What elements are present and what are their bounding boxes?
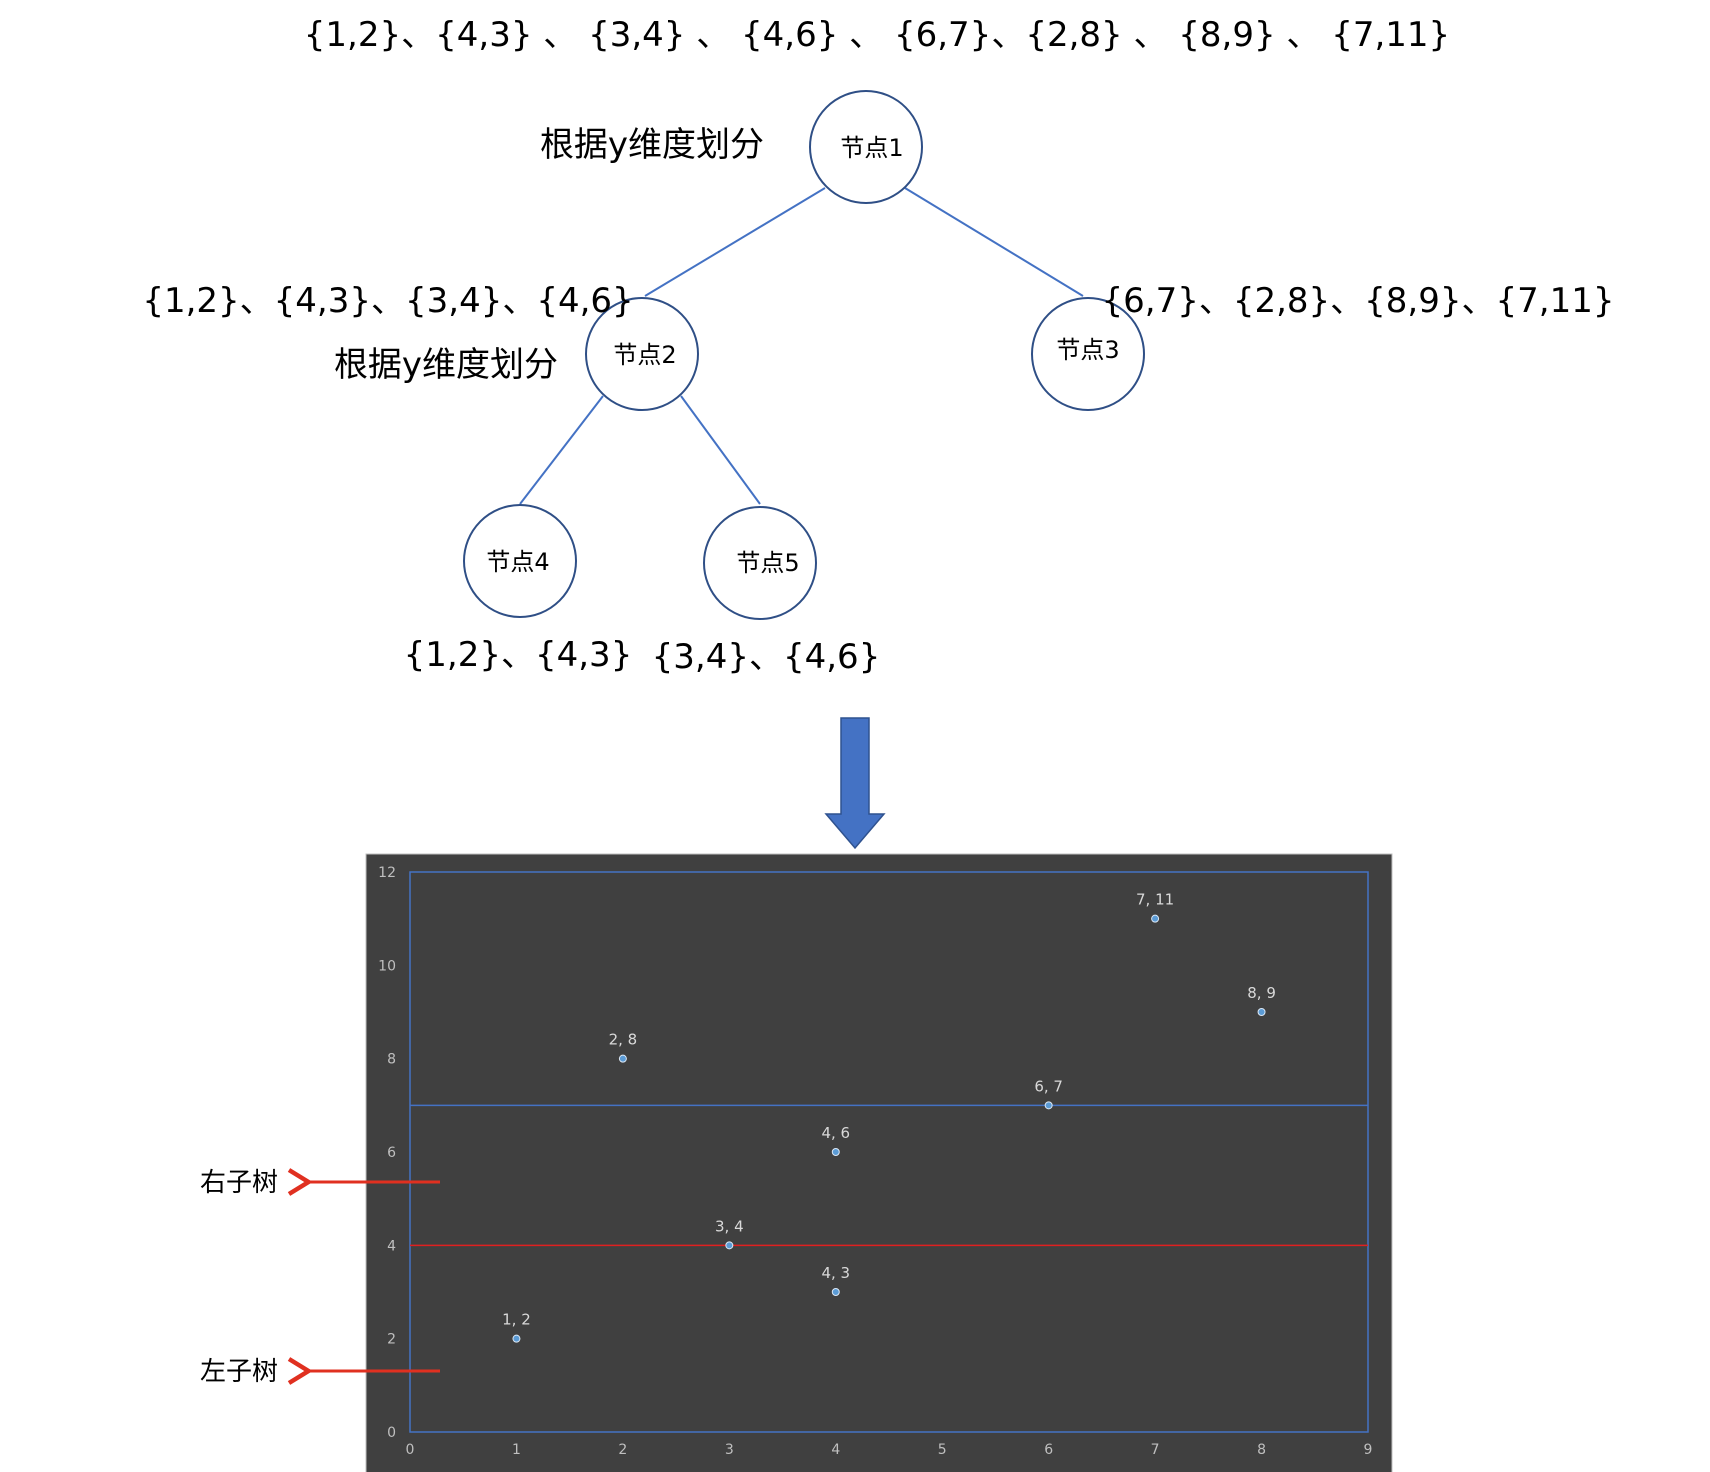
data-point	[1257, 1008, 1266, 1016]
node-4-label: 节点4	[486, 548, 549, 576]
data-point	[1044, 1101, 1053, 1110]
data-point-label: 1, 2	[502, 1311, 531, 1329]
down-arrow-icon	[824, 717, 886, 850]
y-tick-label: 10	[378, 958, 396, 974]
data-point-label: 4, 6	[821, 1124, 850, 1142]
chart-background	[365, 853, 1393, 1472]
y-tick-label: 12	[378, 865, 396, 881]
data-point-label: 3, 4	[715, 1217, 744, 1235]
data-point	[831, 1288, 840, 1296]
split-lines	[410, 1104, 1368, 1247]
data-point	[831, 1148, 840, 1156]
x-tick-label: 9	[1364, 1442, 1373, 1458]
data-point-label: 6, 7	[1034, 1077, 1063, 1095]
root-set-text: {1,2}、{4,3} 、 {3,4} 、 {4,6} 、 {6,7}、{2,8…	[304, 15, 1450, 55]
right-subtree-label: 右子树	[200, 1168, 278, 1198]
node-5: 节点5	[703, 506, 817, 620]
edge-n1-n3	[904, 187, 1084, 297]
node-3-label: 节点3	[1056, 336, 1119, 364]
edge-n2-n5	[680, 395, 761, 505]
x-axis-ticks: 0 1 2 3 4 5 6 7 8 9	[406, 1442, 1373, 1458]
y-axis-ticks: 0 2 4 6 8 10 12	[378, 865, 396, 1441]
x-tick-label: 8	[1257, 1442, 1266, 1458]
node-2-label: 节点2	[613, 341, 676, 369]
y-tick-label: 8	[387, 1052, 396, 1068]
y-tick-label: 0	[387, 1425, 396, 1441]
node-1: 节点1	[809, 90, 923, 204]
node-3: 节点3	[1031, 297, 1145, 411]
data-point-label: 4, 3	[821, 1264, 850, 1282]
root-split-text: 根据y维度划分	[540, 125, 764, 165]
edge-n1-n2	[644, 187, 826, 297]
data-point-label: 7, 11	[1136, 891, 1174, 909]
left-subtree-label: 左子树	[200, 1357, 278, 1387]
data-point	[725, 1241, 734, 1250]
node-1-label: 节点1	[840, 134, 903, 162]
x-tick-label: 3	[725, 1442, 734, 1458]
node-2: 节点2	[585, 297, 699, 411]
edge-n2-n4	[519, 395, 604, 505]
plot-area	[409, 871, 1369, 1433]
x-tick-label: 6	[1044, 1442, 1053, 1458]
node2-split-text: 根据y维度划分	[334, 345, 558, 385]
node2-set-text: {1,2}、{4,3}、{3,4}、{4,6}	[142, 281, 633, 321]
node4-set-text: {1,2}、{4,3}	[404, 635, 633, 675]
data-point-label: 2, 8	[609, 1031, 638, 1049]
x-tick-label: 0	[406, 1442, 415, 1458]
data-point-label: 8, 9	[1247, 984, 1276, 1002]
x-tick-label: 1	[512, 1442, 521, 1458]
y-tick-label: 6	[387, 1145, 396, 1161]
x-tick-label: 7	[1151, 1442, 1160, 1458]
node5-set-text: {3,4}、{4,6}	[652, 637, 881, 677]
x-tick-label: 2	[618, 1442, 627, 1458]
y-tick-label: 2	[387, 1332, 396, 1348]
x-tick-label: 4	[831, 1442, 840, 1458]
y-tick-label: 4	[387, 1238, 396, 1254]
node-5-label: 节点5	[736, 549, 799, 577]
data-points: 1, 2 4, 3 3, 4 4, 6 6, 7 2, 8 8, 9 7, 11	[502, 891, 1276, 1343]
x-tick-label: 5	[938, 1442, 947, 1458]
node3-set-text: {6,7}、{2,8}、{8,9}、{7,11}	[1102, 281, 1615, 321]
node-4: 节点4	[463, 504, 577, 618]
data-point	[1151, 914, 1160, 923]
data-point	[618, 1054, 627, 1063]
data-point	[512, 1334, 521, 1343]
